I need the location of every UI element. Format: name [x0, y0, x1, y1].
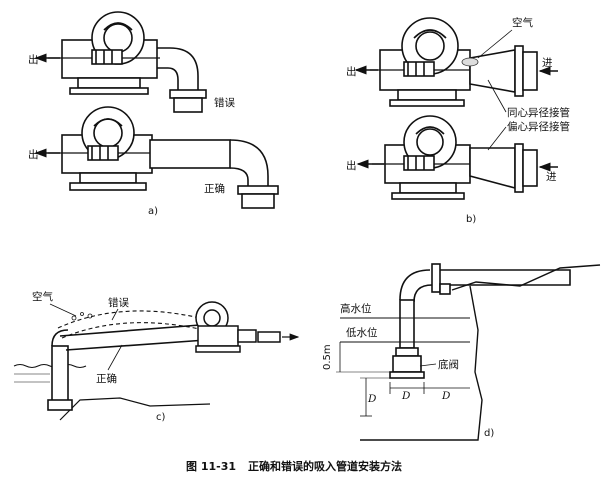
eccentric-leader	[487, 126, 507, 151]
foot-valve-leader	[419, 363, 437, 367]
pipe-d	[389, 263, 571, 379]
outlet-label-a1: 出	[28, 53, 39, 66]
wrong-label-a: 错误	[214, 96, 235, 109]
wrong-leader-c	[111, 308, 119, 321]
high-water-label: 高水位	[340, 302, 372, 315]
concentric-leader	[487, 79, 507, 113]
panel-c-label: c)	[156, 412, 165, 423]
low-water-label: 低水位	[346, 326, 378, 339]
panel-a-label: a)	[148, 206, 158, 217]
panel-b: 出 进 空气 出 进 同心异径接管 偏心异径接管 b)	[346, 16, 570, 225]
ground-d	[451, 264, 601, 291]
eccentric-reducer-label: 偏心异径接管	[507, 120, 570, 133]
air-leader-c	[49, 303, 77, 317]
panel-d-label: d)	[484, 428, 494, 439]
pump-b-bottom	[372, 115, 538, 200]
outlet-label-a2: 出	[28, 148, 39, 161]
pump-c	[195, 301, 281, 353]
depth-label: 0.5m	[322, 344, 333, 370]
bank-d	[360, 285, 483, 441]
right-leader-c	[107, 344, 123, 371]
outlet-label-b2: 出	[346, 159, 357, 172]
right-label-c: 正确	[96, 372, 117, 385]
pump-b-top	[370, 17, 538, 107]
panel-d: 高水位 低水位 0.5m 底阀 D D D d)	[322, 263, 601, 441]
outlet-label-b1: 出	[346, 65, 357, 78]
bank-c	[59, 397, 211, 421]
wrong-label-c: 错误	[108, 296, 129, 309]
concentric-reducer-label: 同心异径接管	[507, 106, 570, 119]
panel-a: 出 错误 出 正确 a)	[28, 11, 279, 217]
right-label-a: 正确	[204, 182, 225, 195]
air-label-b: 空气	[512, 16, 533, 29]
pump-a-right	[48, 106, 279, 209]
figure-number: 图 11-31	[186, 460, 236, 473]
dim-d-width: D	[401, 390, 411, 402]
air-pocket-c	[71, 312, 93, 321]
figure-caption: 正确和错误的吸入管道安装方法	[248, 459, 402, 473]
panel-c: 空气 错误 正确 c)	[13, 290, 300, 423]
suction-pipe-c	[47, 310, 207, 411]
dim-d-vertical: D	[367, 393, 377, 405]
inlet-label-b2: 进	[546, 171, 557, 183]
air-label-c: 空气	[32, 290, 53, 303]
foot-valve-label: 底阀	[438, 358, 459, 371]
pump-a-wrong	[48, 11, 207, 113]
inlet-label-b1: 进	[542, 57, 553, 69]
panel-b-label: b)	[466, 214, 476, 225]
water-surface-c	[13, 364, 87, 368]
air-leader-b	[477, 29, 513, 59]
dim-d-side: D	[441, 390, 451, 402]
